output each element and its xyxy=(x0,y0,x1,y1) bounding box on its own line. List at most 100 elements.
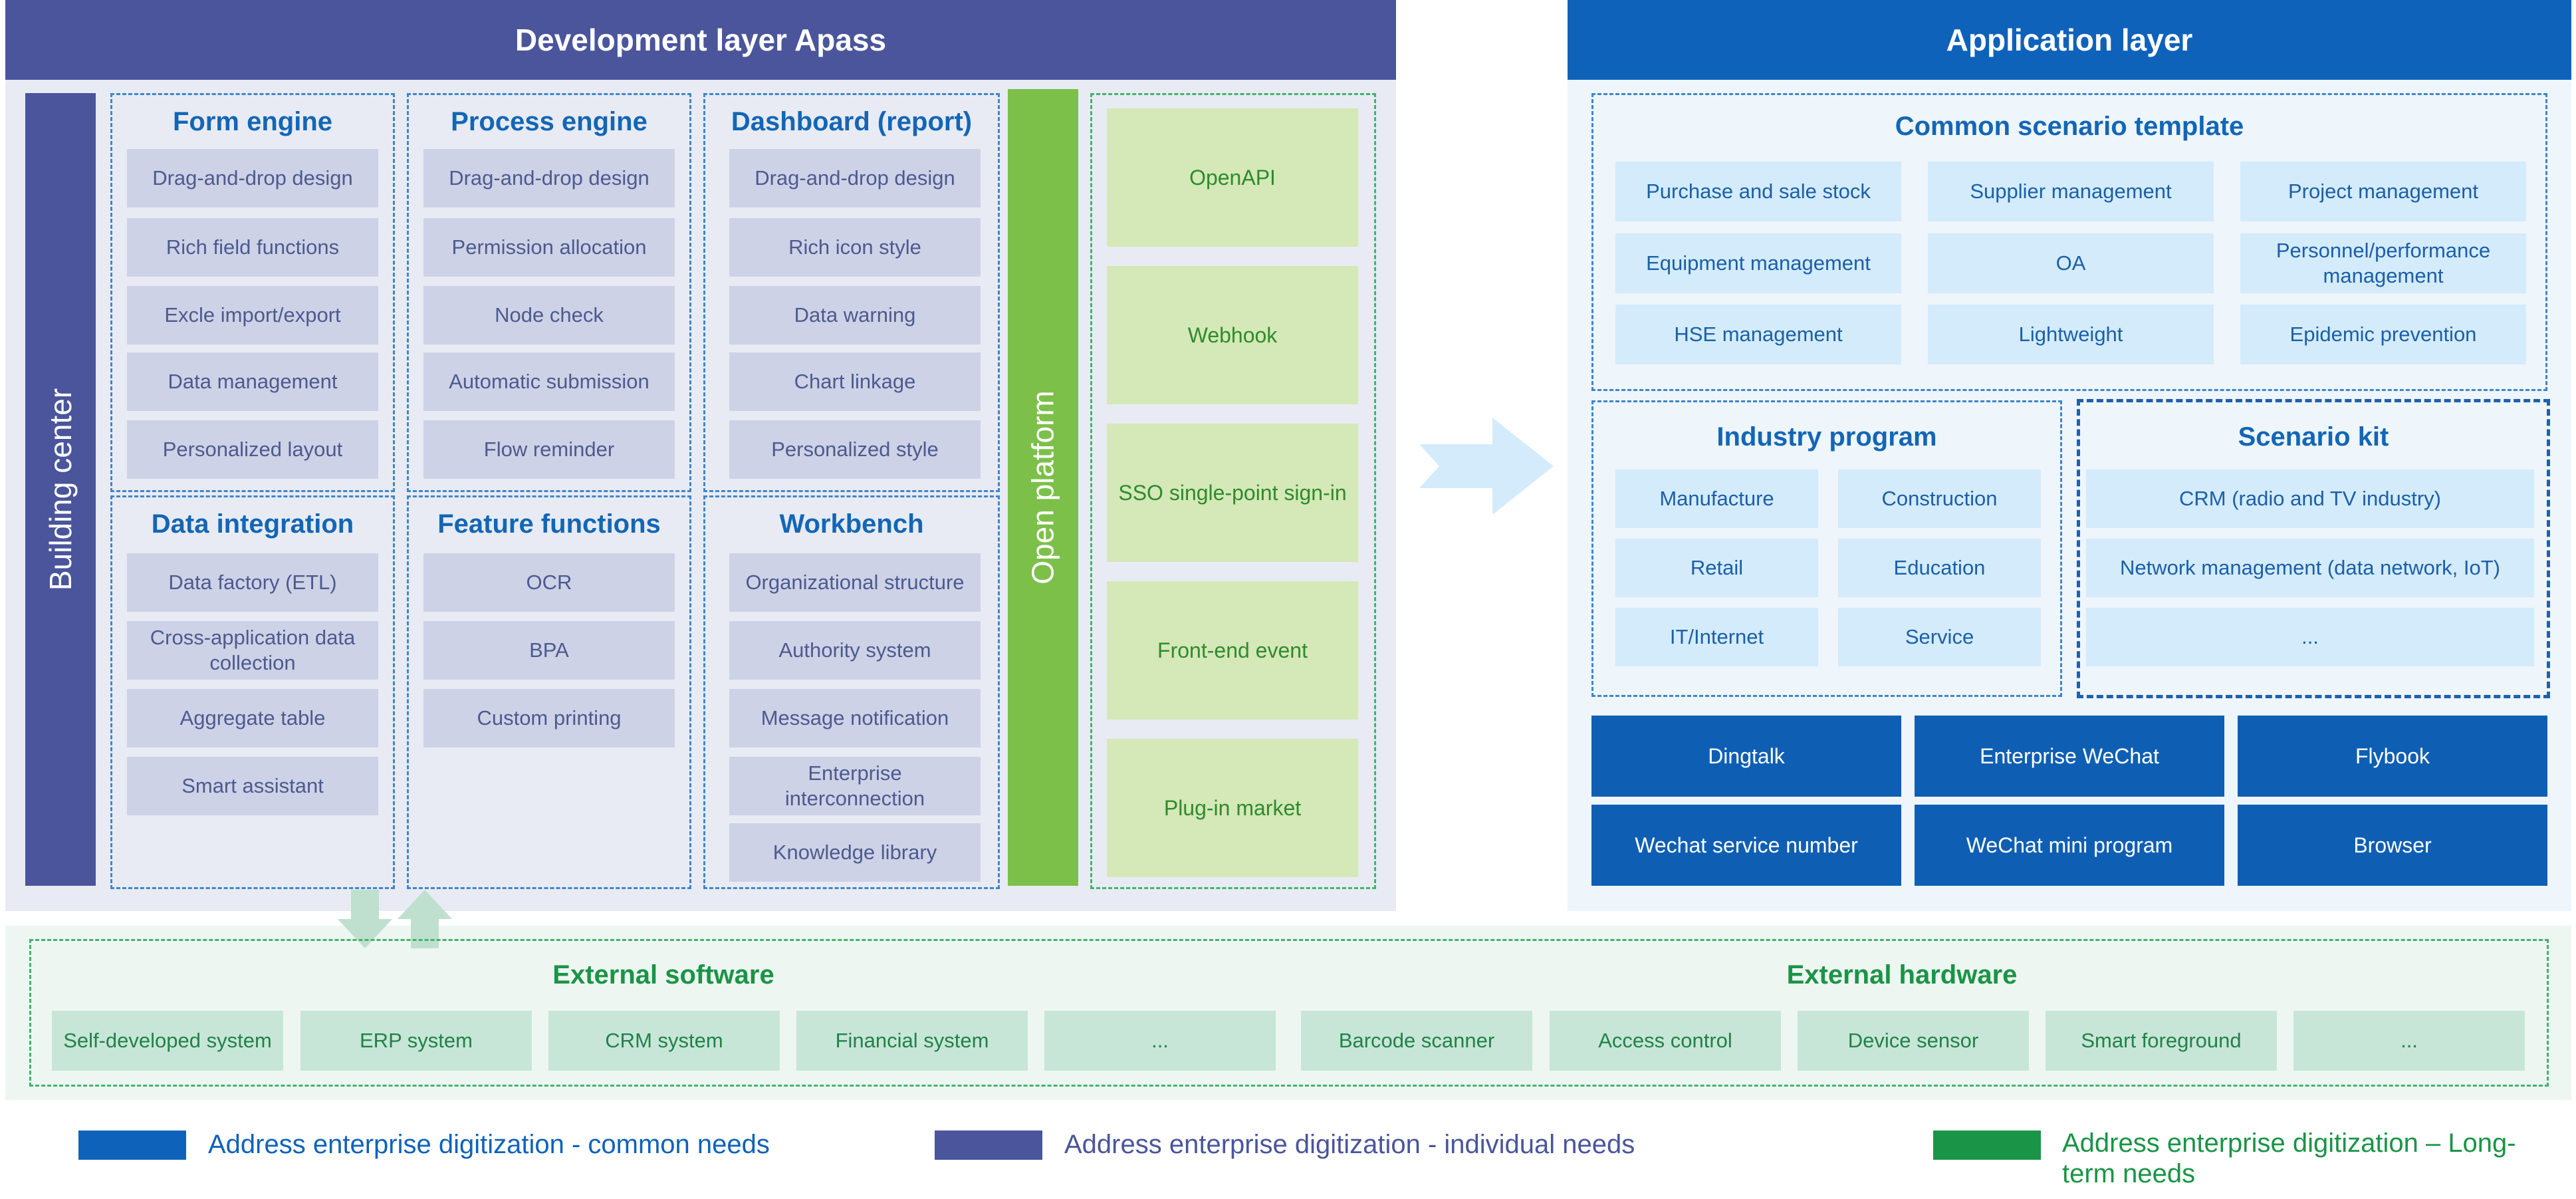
dashboard-item: Personalized style xyxy=(729,420,981,479)
external-software-item: Self-developed system xyxy=(52,1011,283,1071)
scenario-kit-item: CRM (radio and TV industry) xyxy=(2086,469,2534,528)
feature-functions-box: Feature functions xyxy=(407,495,691,889)
legend-swatch-individual xyxy=(935,1131,1042,1160)
common-scenario-template-box: Common scenario template xyxy=(1591,93,2547,391)
process-engine-title: Process engine xyxy=(451,107,647,136)
industry-program-item: Construction xyxy=(1838,469,2041,528)
form-engine-title: Form engine xyxy=(172,107,333,136)
up-arrow-icon xyxy=(398,890,452,948)
external-software-item: ERP system xyxy=(300,1011,532,1071)
common-scenario-template-title: Common scenario template xyxy=(1895,112,2244,141)
open-platform-item: Plug-in market xyxy=(1107,739,1358,877)
common-template-item: Supplier management xyxy=(1928,162,2214,221)
legend-label-long-term: Address enterprise digitization – Long-t… xyxy=(2062,1129,2516,1188)
industry-program-item: Retail xyxy=(1615,539,1818,597)
legend-swatch-long-term xyxy=(1933,1131,2041,1160)
form-engine-item: Excle import/export xyxy=(127,286,378,344)
dashboard-title: Dashboard (report) xyxy=(731,107,973,136)
platform-item: Dingtalk xyxy=(1591,716,1901,797)
data-integration-item: Data factory (ETL) xyxy=(127,553,378,612)
open-platform-item: OpenAPI xyxy=(1107,108,1358,247)
dashboard-box: Dashboard (report) xyxy=(703,93,1000,492)
scenario-kit-item: ... xyxy=(2086,608,2534,666)
workbench-item: Authority system xyxy=(729,621,981,680)
legend-swatch-common xyxy=(78,1131,186,1160)
feature-functions-item: OCR xyxy=(423,553,675,612)
platform-item: WeChat mini program xyxy=(1915,805,2224,886)
scenario-kit-box: Scenario kit xyxy=(2077,399,2550,698)
external-box xyxy=(29,939,2549,1087)
open-platform-item: Webhook xyxy=(1107,266,1358,404)
industry-program-title: Industry program xyxy=(1716,422,1937,452)
open-platform-box xyxy=(1090,93,1376,889)
process-engine-item: Flow reminder xyxy=(423,420,675,479)
common-template-item: Personnel/performance management xyxy=(2240,233,2526,293)
external-hardware-title: External hardware xyxy=(1786,960,2018,990)
process-engine-item: Node check xyxy=(423,286,675,344)
form-engine-item: Personalized layout xyxy=(127,420,378,479)
down-arrow-icon xyxy=(338,890,392,948)
external-software-item: Financial system xyxy=(796,1011,1028,1071)
feature-functions-item: Custom printing xyxy=(423,689,675,747)
workbench-item: Enterprise interconnection xyxy=(729,757,981,815)
building-center-bar: Building center xyxy=(25,93,96,886)
platform-item: Browser xyxy=(2238,805,2547,886)
external-hardware-item: Barcode scanner xyxy=(1301,1011,1532,1071)
common-template-item: Project management xyxy=(2240,162,2526,221)
common-template-item: Purchase and sale stock xyxy=(1615,162,1901,221)
external-hardware-item: ... xyxy=(2293,1011,2525,1071)
dashboard-item: Drag-and-drop design xyxy=(729,149,981,207)
workbench-item: Organizational structure xyxy=(729,553,981,612)
feature-functions-item: BPA xyxy=(423,621,675,680)
process-engine-item: Automatic submission xyxy=(423,352,675,411)
form-engine-item: Drag-and-drop design xyxy=(127,149,378,207)
common-template-item: HSE management xyxy=(1615,305,1901,364)
dashboard-item: Data warning xyxy=(729,286,981,344)
open-platform-bar: Open platform xyxy=(1008,89,1078,886)
platform-item: Wechat service number xyxy=(1591,805,1901,886)
development-layer-header: Development layer Apass xyxy=(5,0,1396,80)
scenario-kit-title: Scenario kit xyxy=(2238,422,2389,452)
feature-functions-title: Feature functions xyxy=(437,509,661,539)
common-template-item: Equipment management xyxy=(1615,233,1901,293)
workbench-title: Workbench xyxy=(779,509,924,539)
dashboard-item: Chart linkage xyxy=(729,352,981,411)
data-integration-box: Data integration xyxy=(110,495,395,889)
external-hardware-item: Device sensor xyxy=(1798,1011,2029,1071)
dashboard-item: Rich icon style xyxy=(729,218,981,277)
data-integration-item: Aggregate table xyxy=(127,689,378,747)
industry-program-item: Education xyxy=(1838,539,2041,597)
building-center-label: Building center xyxy=(43,388,78,591)
external-hardware-item: Smart foreground xyxy=(2046,1011,2277,1071)
legend-label-individual: Address enterprise digitization - indivi… xyxy=(1064,1130,1635,1159)
external-software-item: ... xyxy=(1044,1011,1276,1071)
common-template-item: Epidemic prevention xyxy=(2240,305,2526,364)
workbench-box: Workbench xyxy=(703,495,1000,889)
process-engine-box: Process engine xyxy=(407,93,691,492)
external-software-item: CRM system xyxy=(548,1011,780,1071)
open-platform-label: Open platform xyxy=(1026,390,1061,585)
form-engine-item: Rich field functions xyxy=(127,218,378,277)
common-template-item: OA xyxy=(1928,233,2214,293)
development-layer-title: Development layer Apass xyxy=(515,23,887,57)
form-engine-item: Data management xyxy=(127,352,378,411)
common-template-item: Lightweight xyxy=(1928,305,2214,364)
external-hardware-item: Access control xyxy=(1550,1011,1781,1071)
application-layer-title: Application layer xyxy=(1946,23,2193,57)
scenario-kit-item: Network management (data network, IoT) xyxy=(2086,539,2534,597)
data-integration-item: Smart assistant xyxy=(127,757,378,815)
platform-item: Flybook xyxy=(2238,716,2547,797)
right-arrow-icon xyxy=(1419,418,1554,515)
open-platform-item: SSO single-point sign-in xyxy=(1107,424,1358,562)
data-integration-title: Data integration xyxy=(151,509,354,539)
application-layer-header: Application layer xyxy=(1568,0,2571,80)
industry-program-item: Manufacture xyxy=(1615,469,1818,528)
process-engine-item: Permission allocation xyxy=(423,218,675,277)
process-engine-item: Drag-and-drop design xyxy=(423,149,675,207)
external-software-title: External software xyxy=(552,960,774,990)
industry-program-item: IT/Internet xyxy=(1615,608,1818,666)
workbench-item: Knowledge library xyxy=(729,823,981,882)
open-platform-item: Front-end event xyxy=(1107,581,1358,720)
platform-item: Enterprise WeChat xyxy=(1915,716,2224,797)
workbench-item: Message notification xyxy=(729,689,981,747)
